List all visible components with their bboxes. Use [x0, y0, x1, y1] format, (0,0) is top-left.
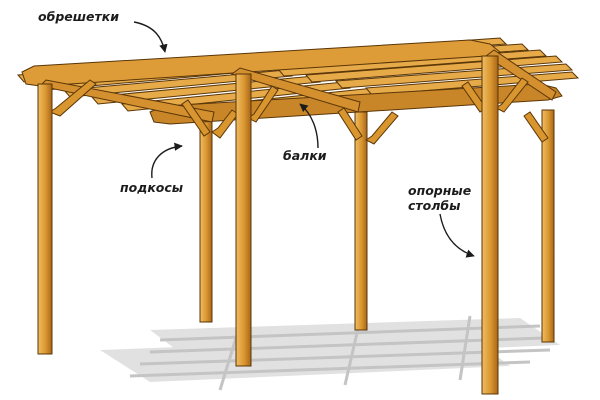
braces [48, 77, 549, 145]
label-balki: балки [283, 148, 327, 163]
label-obreshetki: обрешетки [38, 9, 119, 24]
arrow-podkosy [151, 142, 183, 179]
post-front-right [481, 55, 499, 395]
beam-front [21, 39, 502, 87]
arrow-balki [299, 103, 319, 149]
post-back-middle [354, 111, 368, 331]
beams [21, 39, 563, 125]
post-front-left [37, 83, 53, 355]
beam-side-right [485, 49, 557, 101]
front-posts [37, 55, 499, 395]
post-back-right [541, 109, 555, 343]
label-arrows [133, 21, 475, 258]
label-opornye-stolby: опорные столбы [408, 183, 471, 213]
back-posts [199, 109, 555, 343]
post-front-middle [235, 73, 252, 367]
label-opornye-line1: опорные [408, 183, 472, 198]
arrow-obreshetki [133, 21, 168, 53]
beam-side-mid [230, 67, 361, 113]
label-podkosy: подкосы [120, 180, 184, 195]
post-back-left [199, 111, 213, 323]
label-opornye-line2: столбы [408, 198, 461, 213]
arrow-opornye [439, 213, 475, 258]
